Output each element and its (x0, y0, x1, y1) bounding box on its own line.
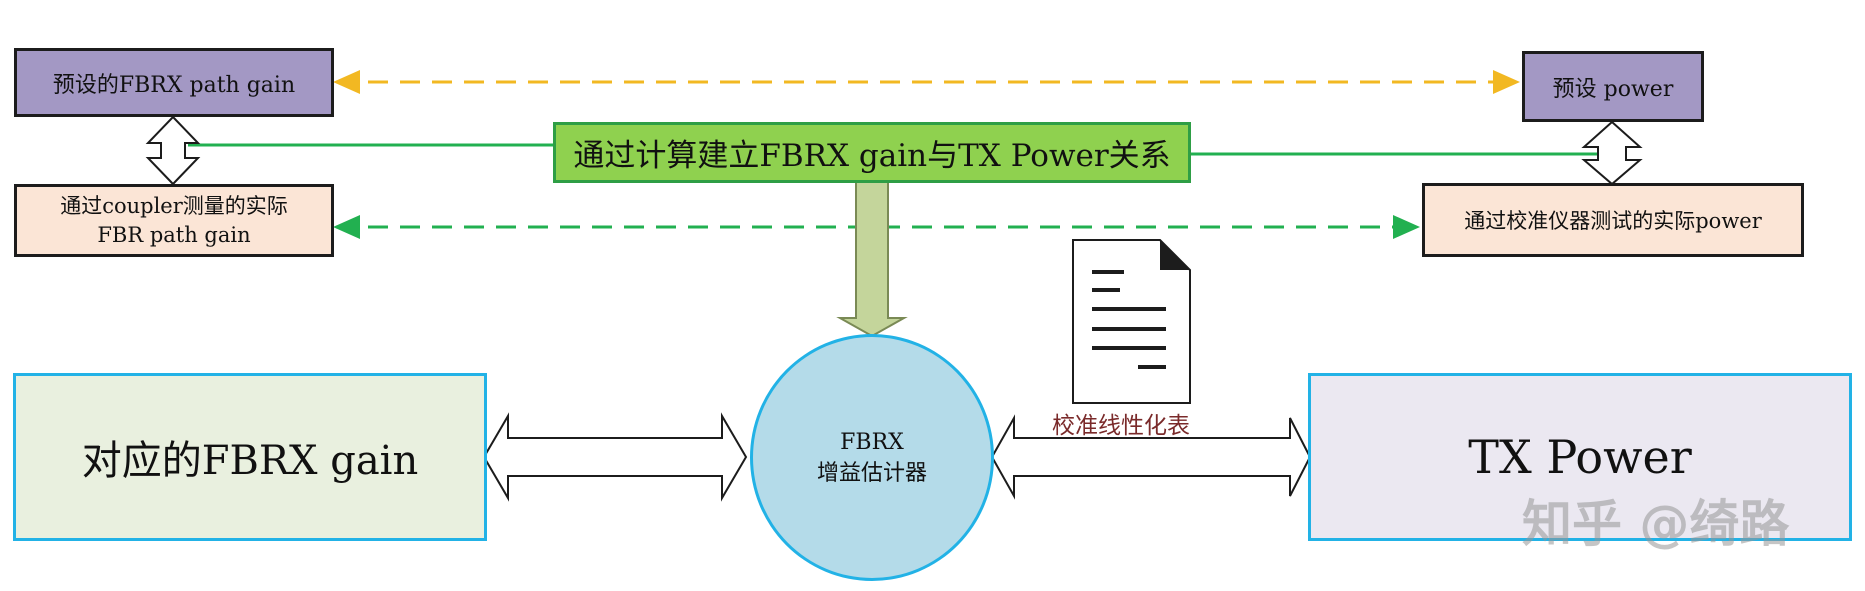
down-arrow (836, 179, 908, 338)
watermark: 知乎 @绮路 (1522, 495, 1790, 553)
fbrx-gain-box: 对应的FBRX gain (13, 373, 487, 541)
measured-fbr-gain-line2: FBR path gain (97, 222, 251, 247)
measured-fbr-gain-line1: 通过coupler测量的实际 (60, 193, 288, 218)
left-horizontal-double-arrow (482, 412, 748, 502)
preset-power-label: 预设 power (1552, 76, 1674, 102)
preset-fbrx-gain-box: 预设的FBRX path gain (14, 48, 334, 117)
calibration-table-label: 校准线性化表 (1052, 413, 1190, 439)
estimator-line1: FBRX (840, 429, 904, 455)
preset-power-box: 预设 power (1522, 51, 1704, 122)
relation-banner-label: 通过计算建立FBRX gain与TX Power关系 (573, 138, 1171, 174)
estimator-line2: 增益估计器 (816, 460, 927, 486)
relation-banner: 通过计算建立FBRX gain与TX Power关系 (553, 122, 1191, 183)
preset-fbrx-gain-label: 预设的FBRX path gain (52, 72, 296, 98)
calibrated-power-label: 通过校准仪器测试的实际power (1464, 209, 1762, 233)
measured-fbr-gain-box: 通过coupler测量的实际 FBR path gain (14, 184, 334, 257)
document-icon (1072, 239, 1191, 404)
fbrx-gain-label: 对应的FBRX gain (81, 438, 419, 484)
tx-power-box: TX Power (1308, 373, 1852, 541)
calibrated-power-box: 通过校准仪器测试的实际power (1422, 183, 1804, 257)
left-vertical-double-arrow (145, 115, 201, 186)
tx-power-label: TX Power (1468, 430, 1692, 484)
fbrx-gain-estimator: FBRX 增益估计器 (750, 334, 994, 581)
